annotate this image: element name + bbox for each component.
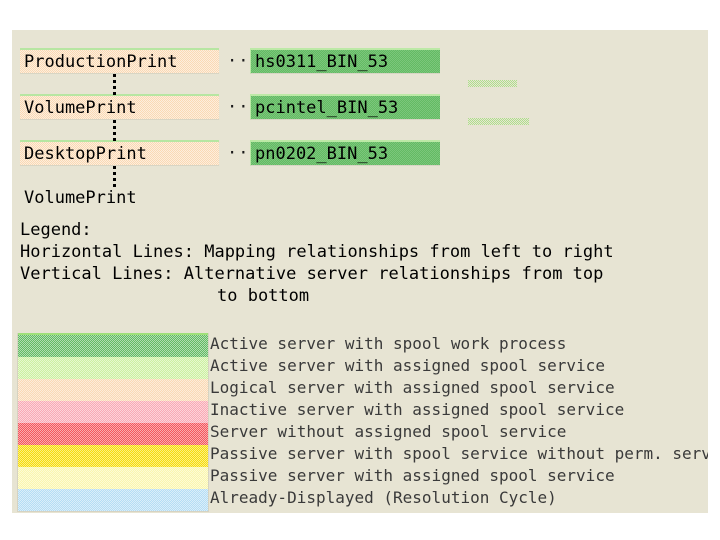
- vertical-connector-dots: [113, 166, 116, 188]
- vertical-connector-dots: [113, 74, 116, 96]
- legend-swatch: [18, 467, 208, 489]
- legend-swatch: [18, 333, 208, 357]
- legend-label: Passive server with spool service withou…: [210, 444, 708, 463]
- logical-server-node[interactable]: DesktopPrint: [20, 140, 219, 166]
- server-node[interactable]: pcintel_BIN_53: [250, 94, 440, 120]
- diagram-canvas: ProductionPrint ··· hs0311_BIN_53 Volume…: [12, 30, 708, 513]
- legend-description-line: Horizontal Lines: Mapping relationships …: [20, 242, 614, 262]
- logical-server-node[interactable]: ProductionPrint: [20, 48, 219, 74]
- legend-swatch: [18, 379, 208, 401]
- legend-label: Active server with spool work process: [210, 334, 567, 353]
- legend-swatch: [18, 445, 208, 467]
- horizontal-connector-dots: ···: [227, 143, 261, 163]
- mapping-row: ProductionPrint ··· hs0311_BIN_53: [20, 48, 700, 74]
- legend-description-line: to bottom: [217, 286, 310, 306]
- server-node[interactable]: pn0202_BIN_53: [250, 140, 440, 166]
- legend-label: Inactive server with assigned spool serv…: [210, 400, 625, 419]
- legend-title: Legend:: [20, 220, 92, 240]
- legend-swatch: [18, 423, 208, 445]
- legend-label: Server without assigned spool service: [210, 422, 567, 441]
- legend-label: Logical server with assigned spool servi…: [210, 378, 615, 397]
- mapping-row: DesktopPrint ··· pn0202_BIN_53: [20, 140, 700, 166]
- server-node[interactable]: hs0311_BIN_53: [250, 48, 440, 74]
- legend-swatch: [18, 401, 208, 423]
- legend-swatch: [18, 357, 208, 379]
- legend-swatch-stack: [17, 333, 209, 512]
- clipped-node-strip: [468, 80, 517, 87]
- clipped-node-strip: [468, 118, 529, 125]
- legend-description-line: Vertical Lines: Alternative server relat…: [20, 264, 604, 284]
- legend-swatch: [18, 489, 208, 511]
- vertical-connector-dots: [113, 120, 116, 142]
- mapping-row: VolumePrint ··· pcintel_BIN_53: [20, 94, 700, 120]
- legend-label-column: Active server with spool work process Ac…: [210, 333, 708, 509]
- legend-label: Active server with assigned spool servic…: [210, 356, 605, 375]
- legend-label: Already-Displayed (Resolution Cycle): [210, 488, 557, 507]
- legend-label: Passive server with assigned spool servi…: [210, 466, 615, 485]
- horizontal-connector-dots: ···: [227, 97, 261, 117]
- logical-server-node-trailing[interactable]: VolumePrint: [24, 188, 137, 208]
- logical-server-node[interactable]: VolumePrint: [20, 94, 219, 120]
- horizontal-connector-dots: ···: [227, 51, 261, 71]
